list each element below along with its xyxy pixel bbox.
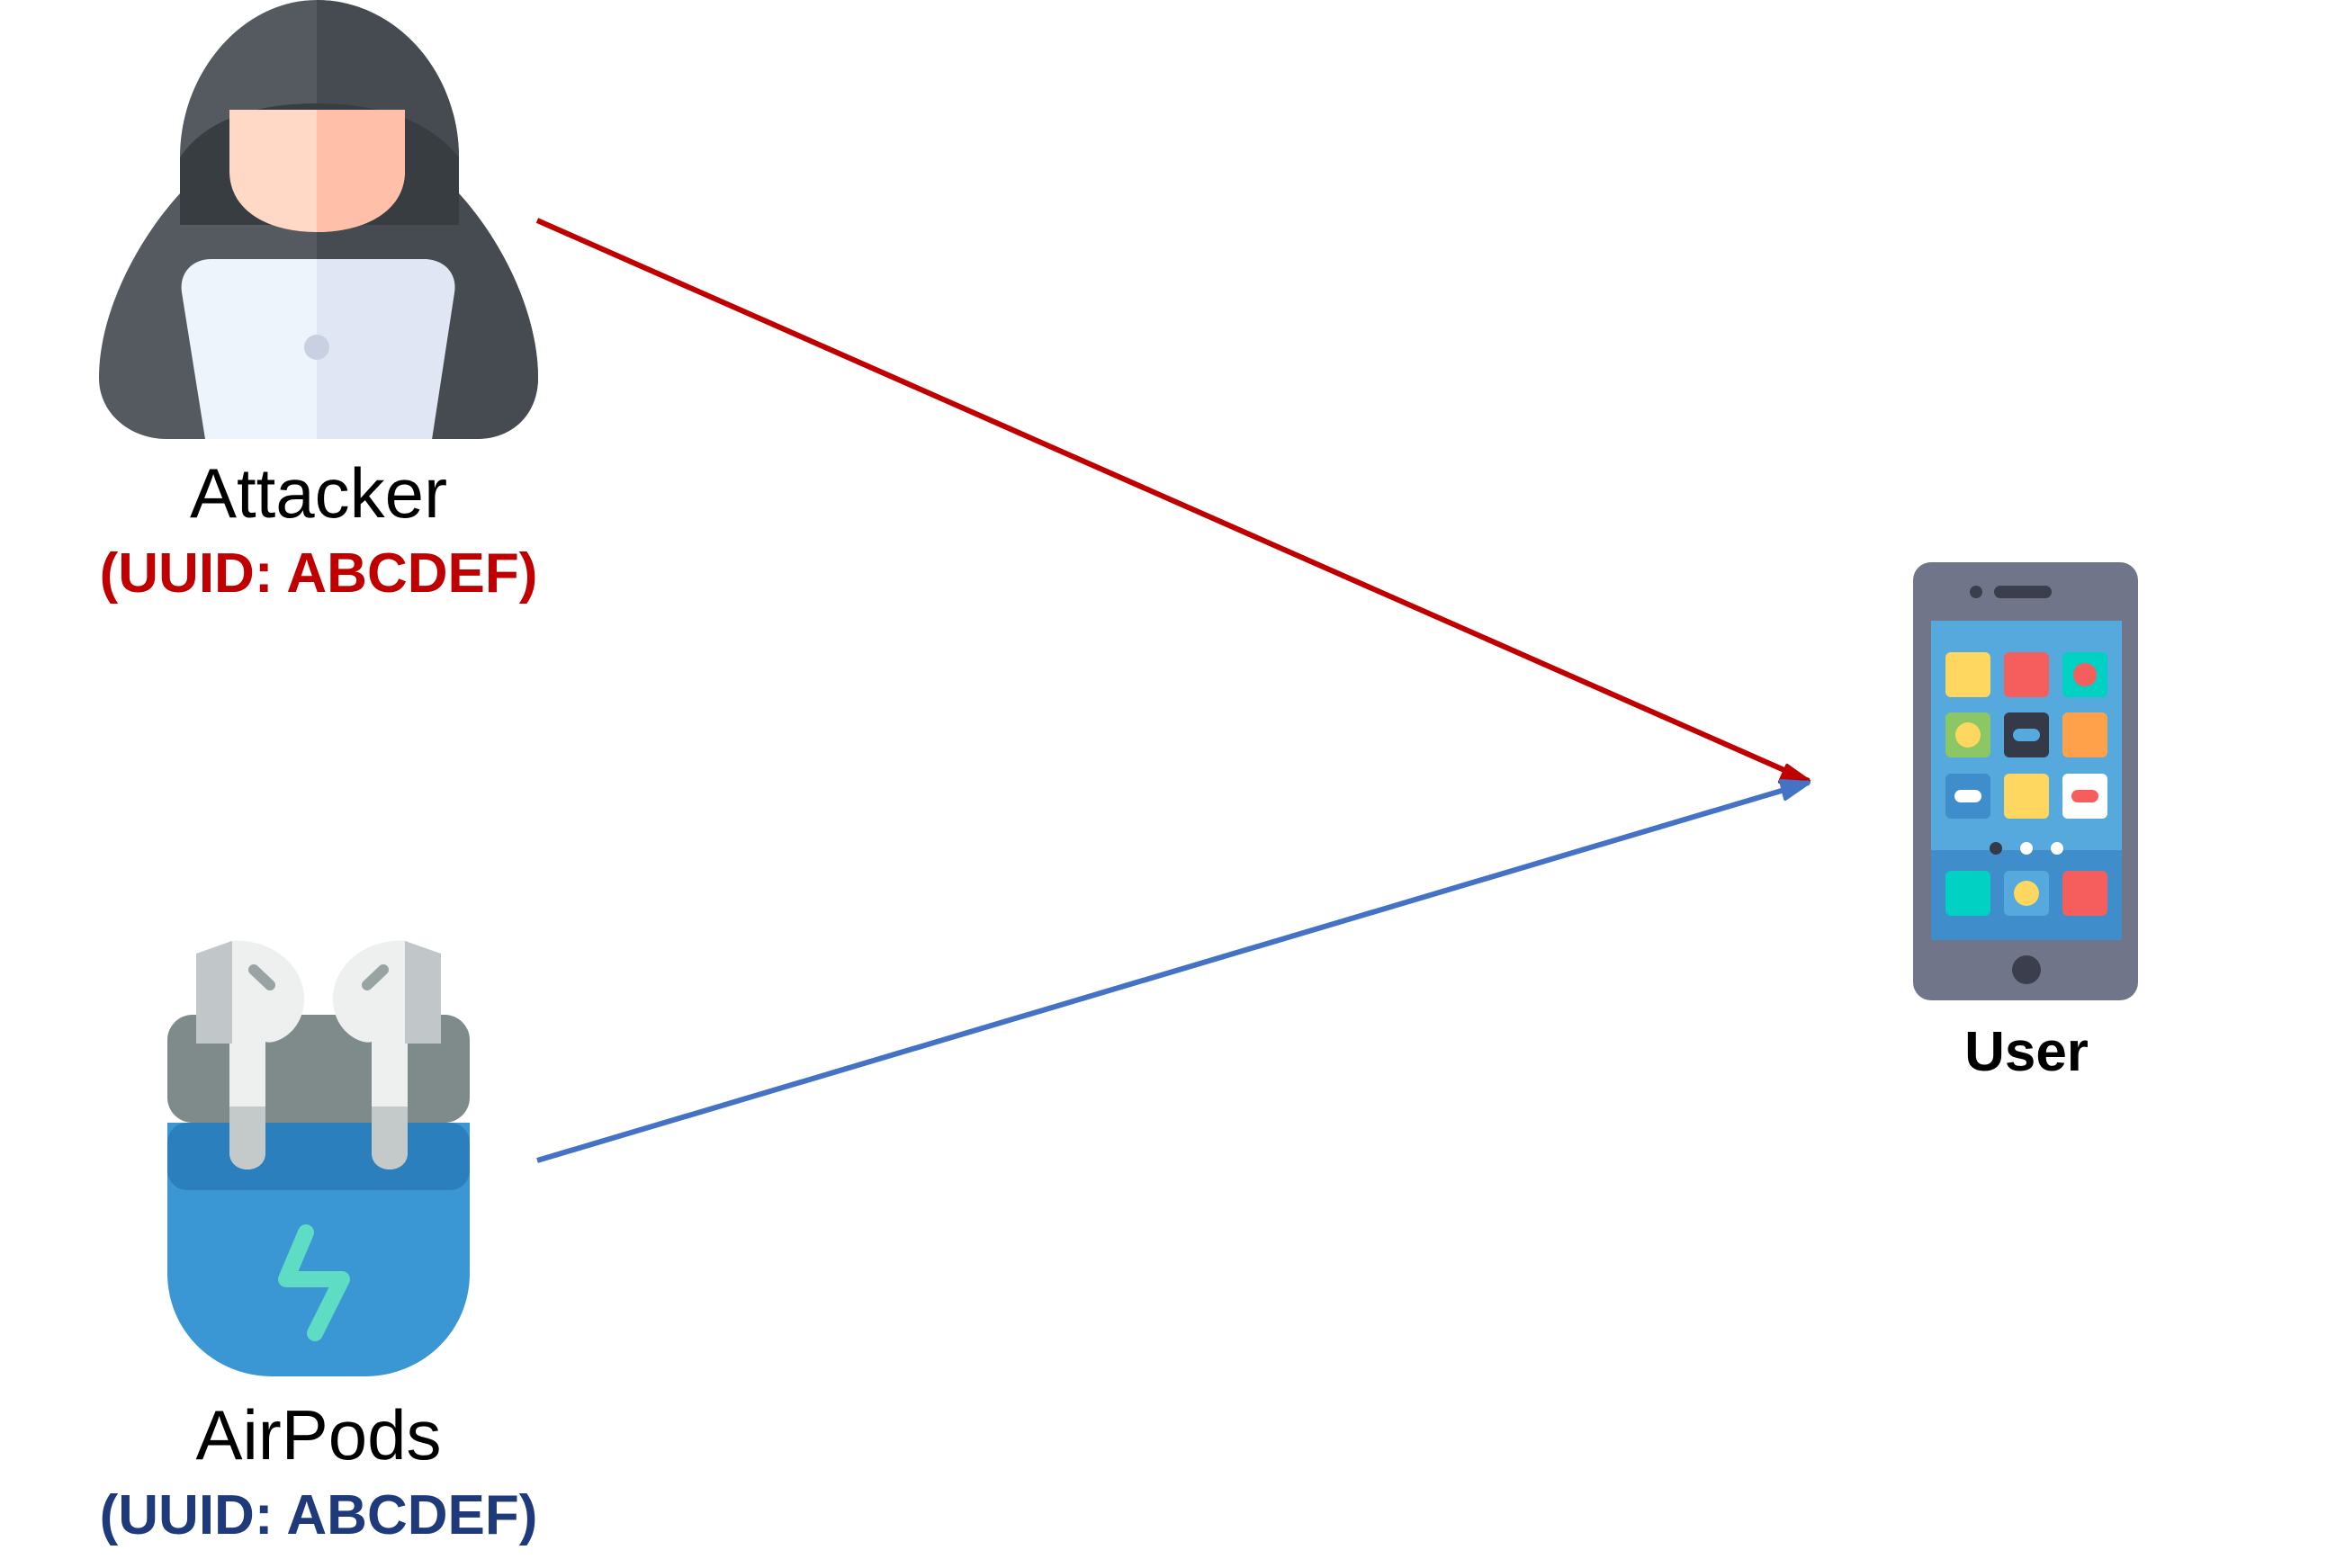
edge-airpods-to-user — [536, 779, 1810, 1163]
smartphone-icon — [1913, 562, 2138, 1000]
edge-attacker-to-user — [535, 218, 1810, 784]
attacker-label: Attacker — [190, 453, 447, 533]
airpods-label: AirPods — [195, 1395, 441, 1474]
arrowhead-blue — [1779, 779, 1810, 801]
airpods-case-icon — [167, 940, 470, 1376]
user-label: User — [1964, 1021, 2089, 1083]
airpods-uuid: (UUID: ABCDEF) — [100, 1484, 538, 1546]
attacker-uuid: (UUID: ABCDEF) — [100, 542, 538, 605]
hooded-hacker-icon — [99, 0, 538, 439]
